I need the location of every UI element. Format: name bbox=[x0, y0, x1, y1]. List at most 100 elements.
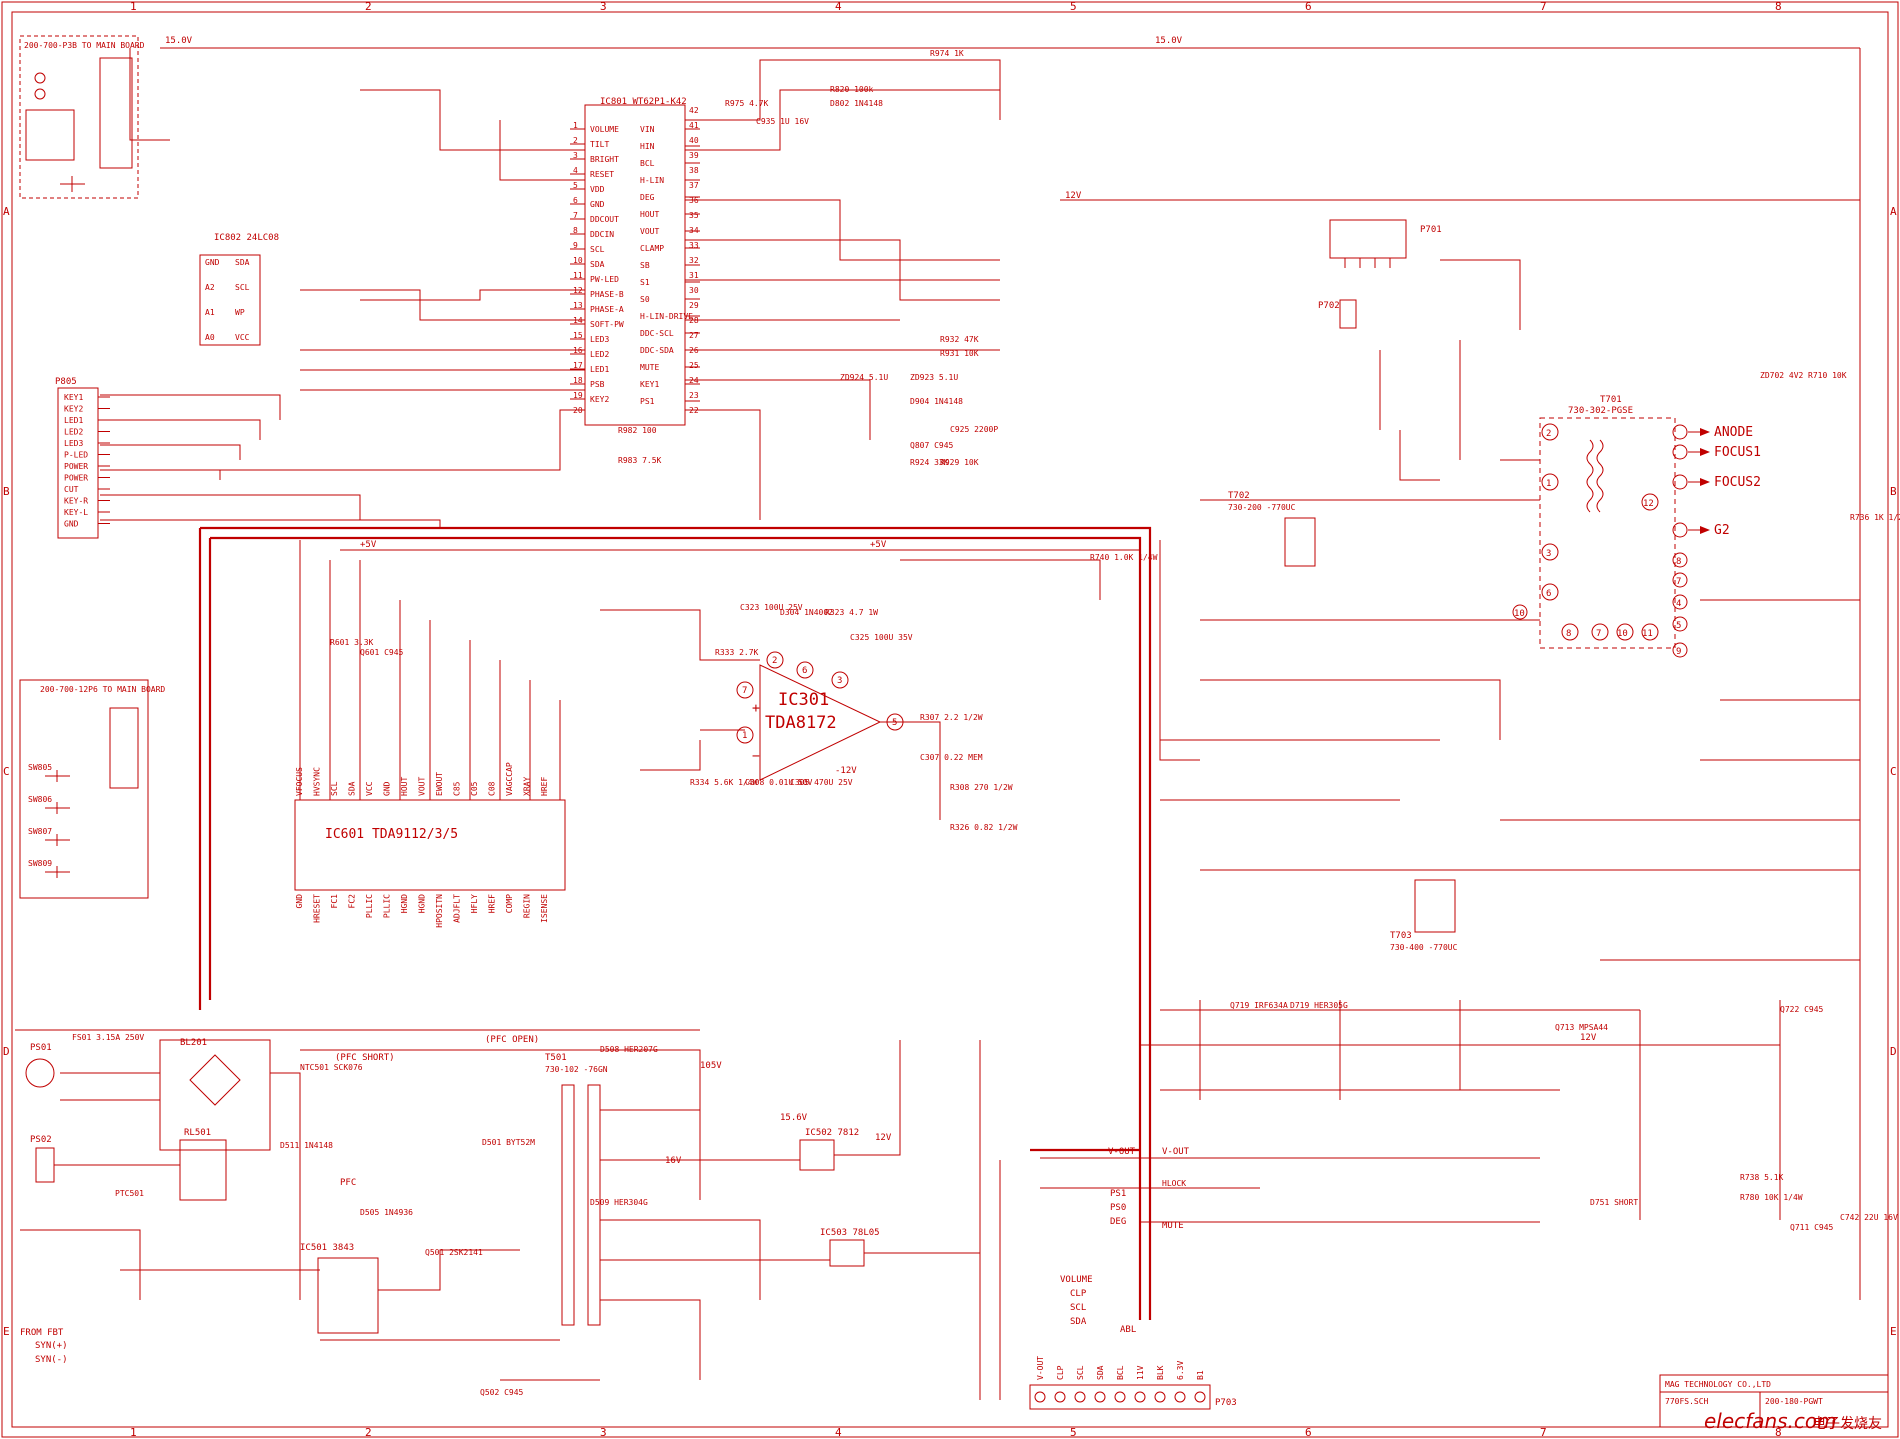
ic801-pin-left: PHASE-B bbox=[590, 290, 624, 299]
keyboard-connector-p803: 200-700-P3B TO MAIN BOARD bbox=[19, 35, 145, 199]
svg-text:3: 3 bbox=[1546, 549, 1551, 559]
ic801-pin-right: SB bbox=[640, 261, 650, 270]
bus-signal-labels: V-OUT V-OUT HLOCK PS1 PS0 DEG MUTE VOLUM… bbox=[835, 766, 1780, 1335]
p703-label: P703 bbox=[1215, 1398, 1237, 1408]
ic601-pin: HOUT bbox=[400, 777, 409, 796]
component-r740: R740 1.0K 1/4W bbox=[1090, 553, 1158, 562]
output-focus2: FOCUS2 bbox=[1714, 475, 1761, 490]
label-deg: DEG bbox=[1110, 1217, 1126, 1227]
ic801-pin-number: 41 bbox=[689, 121, 699, 130]
svg-text:VCC: VCC bbox=[235, 333, 250, 342]
ic601-pin: HREF bbox=[540, 777, 549, 796]
ic601-pin: VAGCCAP bbox=[505, 762, 514, 796]
pfc-short-label: (PFC SHORT) bbox=[335, 1053, 395, 1063]
component-r780: R780 10K 1/4W bbox=[1740, 1193, 1803, 1202]
grid-col-bottom-1: 1 bbox=[130, 1426, 137, 1439]
ic601-pin: FC1 bbox=[330, 894, 339, 909]
ic801-pin-right: HIN bbox=[640, 142, 655, 151]
minus12v-label: -12V bbox=[835, 766, 857, 776]
component-q502: Q502 C945 bbox=[480, 1388, 524, 1397]
ic801-pin-right: S1 bbox=[640, 278, 650, 287]
ic601-pin: C08 bbox=[488, 781, 497, 796]
ic801-pin-number: 17 bbox=[573, 361, 583, 370]
component-d802: D802 1N4148 bbox=[830, 99, 883, 108]
ic801-pin-left: KEY2 bbox=[590, 395, 609, 404]
ic801-pin-number: 25 bbox=[689, 361, 699, 370]
component-r308: R308 270 1/2W bbox=[950, 783, 1013, 792]
component-c308: C308 0.01U 50V bbox=[745, 778, 813, 787]
ic801-pin-number: 38 bbox=[689, 166, 699, 175]
grid-row-right-A: A bbox=[1890, 205, 1897, 218]
component-r307: R307 2.2 1/2W bbox=[920, 713, 983, 722]
ic801-pin-right: H-LIN-DRIVE bbox=[640, 312, 693, 321]
component-q722: Q722 C945 bbox=[1780, 1005, 1824, 1014]
ic801-pin-number: 27 bbox=[689, 331, 699, 340]
grid-row-right-E: E bbox=[1890, 1325, 1897, 1338]
label-v-out-2: V-OUT bbox=[1162, 1147, 1190, 1157]
component-r326: R326 0.82 1/2W bbox=[950, 823, 1018, 832]
p703-pin-dot bbox=[1034, 1391, 1046, 1403]
label-ps0: PS0 bbox=[1110, 1203, 1126, 1213]
ic801-pin-left: DDCOUT bbox=[590, 215, 619, 224]
p703-pin-dot bbox=[1094, 1391, 1106, 1403]
svg-text:A2: A2 bbox=[205, 283, 215, 292]
ic801-pin-left: VOLUME bbox=[590, 125, 619, 134]
ic801-pin-number: 35 bbox=[689, 211, 699, 220]
label-mute: MUTE bbox=[1162, 1221, 1184, 1231]
ic301-part: TDA8172 bbox=[765, 713, 837, 733]
ic801-pin-right: VIN bbox=[640, 125, 655, 134]
signal-bus bbox=[198, 526, 1152, 1320]
component-q501: Q501 2SK2141 bbox=[425, 1248, 483, 1257]
ic801-pin-number: 40 bbox=[689, 136, 699, 145]
ic801-pin-number: 13 bbox=[573, 301, 583, 310]
p703-pin-label: SCL bbox=[1076, 1365, 1085, 1380]
watermark: elecfans.com 电子发烧友 bbox=[1704, 1409, 1882, 1433]
ic801-pin-number: 7 bbox=[573, 211, 578, 220]
ic801-pin-left: LED3 bbox=[590, 335, 609, 344]
ic801-pin-number: 33 bbox=[689, 241, 699, 250]
ic601-pin: VCC bbox=[365, 781, 374, 796]
v15-6-label: 15.6V bbox=[780, 1113, 808, 1123]
key-connector-p805: P805 KEY1KEY2LED1LED2LED3P-LEDPOWERPOWER… bbox=[55, 377, 110, 539]
bl201-label: BL201 bbox=[180, 1038, 207, 1048]
ic801-pin-right: DEG bbox=[640, 193, 655, 202]
component-r333: R333 2.7K bbox=[715, 648, 759, 657]
ic801-pin-number: 32 bbox=[689, 256, 699, 265]
grid-row-left-A: A bbox=[3, 205, 10, 218]
ic801-pin-right: PS1 bbox=[640, 397, 655, 406]
ic801-pin-right: KEY1 bbox=[640, 380, 659, 389]
component-r710: R710 10K bbox=[1808, 371, 1847, 380]
ic801-pin-number: 6 bbox=[573, 196, 578, 205]
ic601-pin: C05 bbox=[470, 781, 479, 796]
label-ps1: PS1 bbox=[1110, 1189, 1126, 1199]
component-q601: Q601 C945 bbox=[360, 648, 404, 657]
ic601-pin: VOUT bbox=[418, 777, 427, 796]
svg-text:7: 7 bbox=[1676, 577, 1681, 587]
ic601-pin: COMP bbox=[505, 894, 514, 913]
label-sda: SDA bbox=[1070, 1317, 1087, 1327]
component-r924: R924 33K bbox=[910, 458, 949, 467]
t702-label: T702 bbox=[1228, 491, 1250, 501]
ic801-pin-left: SCL bbox=[590, 245, 605, 254]
ic601-pin: EWOUT bbox=[435, 772, 444, 796]
ic801-pin-number: 39 bbox=[689, 151, 699, 160]
ic601-pin: ADJFLT bbox=[453, 894, 462, 923]
grid-col-top-8: 8 bbox=[1775, 0, 1782, 13]
v12-label-b: 12V bbox=[875, 1133, 892, 1143]
ic502-label: IC502 7812 bbox=[805, 1128, 859, 1138]
grid-col-top-3: 3 bbox=[600, 0, 607, 13]
component-c305: C305 470U 25V bbox=[790, 778, 853, 787]
grid-col-top-5: 5 bbox=[1070, 0, 1077, 13]
ic501-label: IC501 3843 bbox=[300, 1243, 354, 1253]
grid-col-bottom-3: 3 bbox=[600, 1426, 607, 1439]
svg-text:−: − bbox=[752, 749, 760, 764]
p805-pin: KEY-L bbox=[64, 508, 88, 517]
p703-pin-dot bbox=[1194, 1391, 1206, 1403]
ic801-mcu: IC801 WT62P1-K42 VOLUMETILTBRIGHTRESETVD… bbox=[570, 97, 700, 426]
component-c742: C742 22U 16V bbox=[1840, 1213, 1898, 1222]
